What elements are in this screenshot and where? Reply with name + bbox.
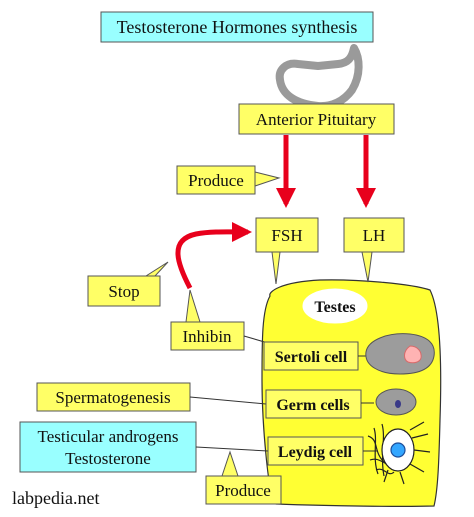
pituitary-box (238, 103, 395, 135)
leydig-label: Leydig cell (278, 444, 353, 461)
androgens-label-1: Testicular androgens (38, 427, 179, 446)
pituitary-gland-icon (275, 44, 363, 111)
stop-pointer (144, 261, 169, 277)
produce-top-box (176, 165, 256, 195)
spermatogenesis-connector (189, 396, 267, 405)
title-text: Testosterone Hormones synthesis (117, 17, 358, 37)
stop-box (87, 275, 161, 307)
inhibin-box (170, 321, 245, 351)
lh-pointer (361, 251, 373, 283)
inhibin-pointer-up (185, 289, 201, 323)
sertoli-nucleus-icon (404, 345, 422, 364)
fsh-box (255, 217, 319, 253)
produce-top-pointer (254, 171, 281, 187)
leydig-cell-icon (367, 421, 431, 485)
inhibin-feedback-arrow (175, 221, 252, 290)
androgens-box (19, 421, 197, 473)
sertoli-box (263, 341, 359, 371)
germ-cell-nucleus (395, 400, 401, 408)
produce-bottom-pointer (221, 450, 239, 477)
androgens-label-2: Testosterone (65, 449, 151, 468)
produce-bottom-box (205, 475, 282, 505)
inhibin-label: Inhibin (182, 327, 232, 346)
lh-label: LH (363, 226, 386, 245)
fsh-label: FSH (271, 226, 302, 245)
stop-label: Stop (108, 282, 139, 301)
title-box (100, 11, 374, 43)
spermatogenesis-label: Spermatogenesis (55, 388, 170, 407)
sertoli-label: Sertoli cell (275, 349, 348, 366)
fsh-pointer (271, 251, 281, 285)
lh-box (343, 217, 405, 253)
produce-bottom-label: Produce (215, 481, 271, 500)
sertoli-cell-shape (365, 333, 435, 375)
testes-oval (302, 288, 368, 324)
testes-label: Testes (314, 299, 355, 316)
pituitary-label: Anterior Pituitary (256, 110, 377, 129)
produce-top-label: Produce (188, 171, 244, 190)
androgens-connector (195, 446, 269, 452)
watermark-text: labpedia.net (12, 488, 99, 508)
leydig-box (267, 436, 364, 466)
germ-box (265, 389, 362, 419)
germ-label: Germ cells (276, 397, 349, 414)
